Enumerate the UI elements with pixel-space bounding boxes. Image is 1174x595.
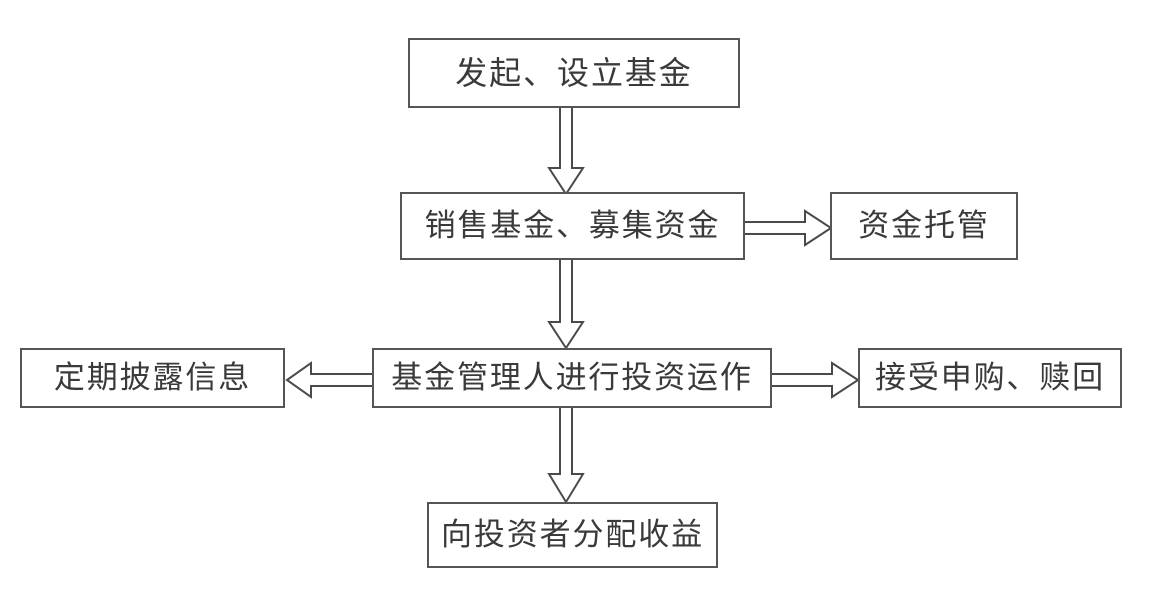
arrow-sell-to-custody: [741, 209, 833, 247]
node-periodic-disclosure-label: 定期披露信息: [53, 359, 252, 396]
node-accept-subscription-redemption-label: 接受申购、赎回: [874, 359, 1106, 396]
node-capital-custody[interactable]: 资金托管: [830, 192, 1018, 260]
arrow-manage-to-disclose: [285, 361, 375, 399]
node-periodic-disclosure[interactable]: 定期披露信息: [20, 348, 285, 408]
node-fund-manager-investment-label: 基金管理人进行投资运作: [391, 359, 753, 396]
node-sell-fund-raise-capital-label: 销售基金、募集资金: [424, 207, 721, 244]
node-initiate-fund[interactable]: 发起、设立基金: [408, 38, 740, 108]
node-sell-fund-raise-capital[interactable]: 销售基金、募集资金: [400, 192, 745, 260]
node-distribute-returns[interactable]: 向投资者分配收益: [427, 502, 718, 568]
arrow-sell-to-manage: [547, 256, 585, 350]
node-accept-subscription-redemption[interactable]: 接受申购、赎回: [858, 348, 1122, 408]
arrow-initiate-to-sell: [547, 104, 585, 196]
node-initiate-fund-label: 发起、设立基金: [455, 54, 693, 92]
node-distribute-returns-label: 向投资者分配收益: [441, 516, 704, 553]
node-fund-manager-investment[interactable]: 基金管理人进行投资运作: [372, 348, 772, 408]
arrow-manage-to-subscribe: [770, 361, 860, 399]
arrow-manage-to-distribute: [547, 404, 585, 504]
node-capital-custody-label: 资金托管: [858, 207, 990, 244]
